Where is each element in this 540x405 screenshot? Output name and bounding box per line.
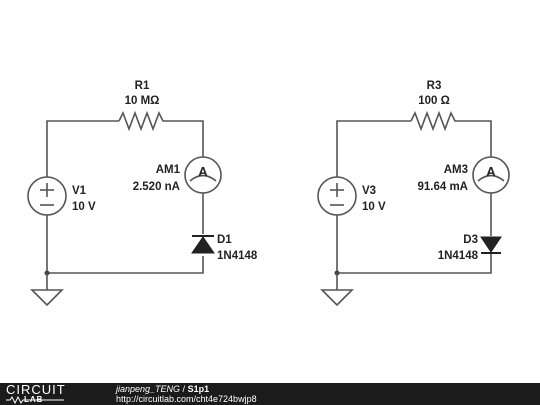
ammeter-icon[interactable]: A	[472, 156, 510, 194]
ammeter-symbol: A	[198, 164, 208, 179]
ammeter-reading: 2.520 nA	[133, 181, 180, 193]
resistor-value: 10 MΩ	[125, 95, 160, 107]
ammeter-icon[interactable]: A	[184, 156, 222, 194]
voltage-source-icon[interactable]	[27, 176, 67, 216]
source-value: 10 V	[72, 201, 96, 213]
author-name[interactable]: jianpeng_TENG	[116, 384, 181, 394]
ground-icon	[320, 273, 354, 307]
circuit-caption: jianpeng_TENG / S1p1	[116, 384, 209, 394]
logo-wordmark-top: CIRCUIT	[6, 382, 66, 397]
ammeter-symbol: A	[486, 164, 496, 179]
resistor-icon[interactable]	[410, 110, 458, 132]
caption-separator: /	[180, 384, 188, 394]
diode-name: D3	[463, 234, 478, 246]
diode-icon[interactable]	[191, 235, 215, 254]
circuit-1: R1 10 MΩ V1 10 V A AM1 2.520 nA D1 1N414…	[27, 80, 258, 307]
footer-bar: CIRCUIT LAB jianpeng_TENG / S1p1 http://…	[0, 383, 540, 405]
diode-part: 1N4148	[217, 250, 258, 262]
logo-wordmark-bottom: LAB	[24, 395, 44, 404]
diode-icon[interactable]	[480, 236, 502, 254]
wire-right-3	[336, 193, 492, 274]
source-value: 10 V	[362, 201, 386, 213]
wire-top-1	[46, 120, 204, 177]
circuit-2: R3 100 Ω V3 10 V A AM3 91.64 mA D3 1N414…	[317, 80, 510, 307]
schematic-canvas: R1 10 MΩ V1 10 V A AM1 2.520 nA D1 1N414…	[27, 80, 510, 307]
ammeter-name: AM3	[444, 164, 468, 176]
source-name: V3	[362, 185, 376, 197]
resistor-squiggle-icon	[6, 396, 64, 404]
circuit-title[interactable]: S1p1	[187, 384, 210, 394]
diode-part: 1N4148	[438, 250, 479, 262]
ground-icon	[30, 273, 64, 307]
resistor-name: R3	[427, 80, 442, 92]
voltage-source-icon[interactable]	[317, 176, 357, 216]
resistor-name: R1	[135, 80, 150, 92]
source-name: V1	[72, 185, 87, 197]
resistor-value: 100 Ω	[418, 95, 450, 107]
circuit-url[interactable]: http://circuitlab.com/cht4e724bwjp8	[116, 394, 257, 404]
circuitlab-logo[interactable]: CIRCUIT LAB	[6, 382, 98, 404]
resistor-icon[interactable]	[118, 110, 166, 132]
wire-top-3	[336, 120, 492, 177]
diode-name: D1	[217, 234, 232, 246]
ammeter-reading: 91.64 mA	[417, 181, 468, 193]
ammeter-name: AM1	[156, 164, 181, 176]
wire-right-1	[46, 193, 204, 274]
